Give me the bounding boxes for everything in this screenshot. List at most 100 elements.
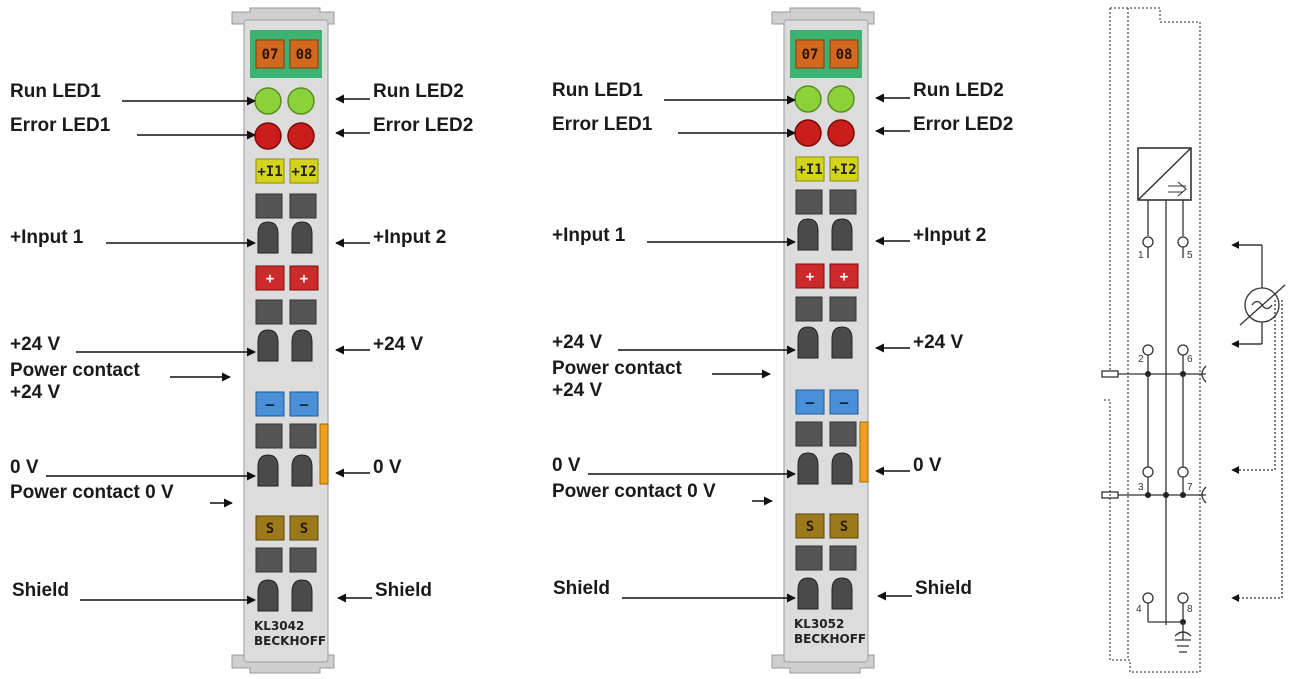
input-badge-2 — [289, 158, 319, 184]
terminal-label-6: 6 — [1187, 354, 1193, 365]
model-number: KL3052 — [794, 617, 844, 631]
spring-contact-3 — [797, 452, 819, 485]
terminal-label-7: 7 — [1187, 482, 1193, 493]
terminal-5 — [1177, 236, 1189, 248]
terminal-slot-3 — [795, 421, 823, 447]
number-badge-2 — [829, 39, 859, 69]
terminal-slot-4 — [795, 545, 823, 571]
label-24v-right: +24 V — [913, 332, 964, 353]
terminal-slot-2 — [255, 299, 283, 325]
label-error-led2: Error LED2 — [913, 114, 1013, 135]
error-led-2 — [827, 119, 855, 147]
label-0v-left: 0 V — [10, 457, 39, 478]
input-badge-2 — [829, 156, 859, 182]
minus-badge-1-text: – — [806, 395, 815, 411]
terminal-slot-7 — [829, 421, 857, 447]
terminal-slot-1 — [795, 189, 823, 215]
spring-contact-3 — [257, 454, 279, 487]
ground-symbol — [1175, 639, 1191, 653]
label-24v-left: +24 V — [10, 334, 61, 355]
shield-badge-2-text: S — [840, 519, 848, 535]
terminal-2 — [1142, 344, 1154, 356]
terminal-label-8: 8 — [1187, 604, 1193, 615]
terminal-slot-4 — [255, 547, 283, 573]
run-led-2 — [287, 87, 315, 115]
terminal-slot-3 — [255, 423, 283, 449]
plus-badge-1-text: + — [806, 269, 814, 285]
label-0v-right: 0 V — [373, 457, 402, 478]
terminal-slot-2 — [795, 296, 823, 322]
label-run-led1: Run LED1 — [10, 81, 101, 102]
label-error-led1: Error LED1 — [10, 115, 111, 136]
spring-contact-7 — [291, 454, 313, 487]
label-error-led2: Error LED2 — [373, 115, 473, 136]
label-shield-right: Shield — [915, 578, 972, 599]
terminal-slot-7 — [289, 423, 317, 449]
minus-badge-2-text: – — [300, 397, 309, 413]
terminal-label-2: 2 — [1138, 354, 1144, 365]
terminal-slot-5 — [289, 193, 317, 219]
label-run-led2: Run LED2 — [913, 80, 1004, 101]
terminal-slot-8 — [829, 545, 857, 571]
minus-badge-2 — [829, 389, 859, 415]
input-badge-1-text: +I1 — [797, 162, 822, 178]
spring-contact-6 — [291, 329, 313, 362]
minus-badge-1-text: – — [266, 397, 275, 413]
run-led-1 — [254, 87, 282, 115]
label-24v-left: +24 V — [552, 332, 603, 353]
label-power-contact-24v: +24 V — [552, 380, 603, 401]
label-error-led1: Error LED1 — [552, 114, 653, 135]
schematic-housing-outline — [1104, 7, 1201, 673]
label-shield-right: Shield — [375, 580, 432, 601]
error-led-1 — [254, 122, 282, 150]
plus-badge-2 — [289, 265, 319, 291]
label-power-contact-24v: +24 V — [10, 382, 61, 403]
shield-badge-1 — [255, 515, 285, 541]
terminal-slot-5 — [829, 189, 857, 215]
terminal-slot-1 — [255, 193, 283, 219]
terminal-4 — [1142, 592, 1154, 604]
label-input1: +Input 1 — [10, 227, 84, 248]
terminal-label-4: 4 — [1136, 604, 1142, 615]
label-power-contact-0v: Power contact 0 V — [552, 481, 716, 502]
spring-contact-4 — [797, 577, 819, 610]
shield-badge-1 — [795, 513, 825, 539]
spring-contact-1 — [257, 221, 279, 254]
spring-contact-6 — [831, 326, 853, 359]
minus-badge-1 — [255, 391, 285, 417]
terminal-label-1: 1 — [1138, 250, 1144, 261]
spring-contact-7 — [831, 452, 853, 485]
terminal-label-3: 3 — [1138, 482, 1144, 493]
terminal-3 — [1142, 466, 1154, 478]
run-led-2 — [827, 85, 855, 113]
spring-contact-8 — [831, 577, 853, 610]
terminal-7 — [1177, 466, 1189, 478]
label-power-contact: Power contact — [10, 360, 141, 381]
label-0v-right: 0 V — [913, 455, 942, 476]
plus-badge-2-text: + — [300, 271, 308, 287]
plus-badge-1 — [795, 263, 825, 289]
shield-badge-2-text: S — [300, 521, 308, 537]
terminal-slot-6 — [289, 299, 317, 325]
label-input2: +Input 2 — [913, 225, 986, 246]
converter-block — [1137, 147, 1192, 201]
terminal-label-5: 5 — [1187, 250, 1193, 261]
model-number: KL3042 — [254, 619, 304, 633]
label-input2: +Input 2 — [373, 227, 446, 248]
spring-contact-4 — [257, 579, 279, 612]
error-led-2 — [287, 122, 315, 150]
spring-contact-2 — [797, 326, 819, 359]
schematic-diagram: 1 5 2 6 3 7 4 8 — [1101, 7, 1286, 673]
spring-contact-5 — [291, 221, 313, 254]
minus-badge-1 — [795, 389, 825, 415]
label-input1: +Input 1 — [552, 225, 626, 246]
brand-logo: BECKHOFF — [254, 634, 326, 648]
module-kl3042: 07 08 +I1 +I2 + + – – — [231, 7, 335, 674]
number-badge-2 — [289, 39, 319, 69]
minus-badge-2 — [289, 391, 319, 417]
error-led-1 — [794, 119, 822, 147]
plus-badge-1 — [255, 265, 285, 291]
number-badge-1 — [795, 39, 825, 69]
plus-badge-1-text: + — [266, 271, 274, 287]
shield-badge-2 — [829, 513, 859, 539]
